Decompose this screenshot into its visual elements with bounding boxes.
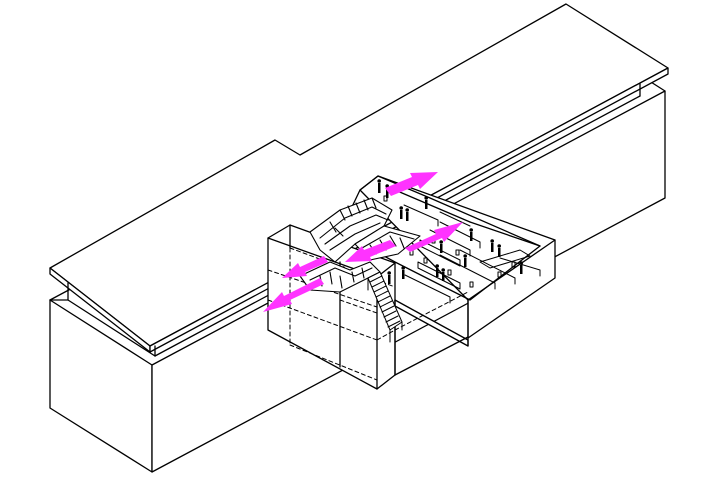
arrow-left [282,256,328,278]
straight-stair [367,271,403,343]
circulation-arrows [263,172,463,312]
arrow-lower-right [405,222,463,252]
floor-plate [339,175,541,301]
people [341,179,523,284]
arrow-center [345,240,396,262]
arrow-upper [385,172,438,196]
arrow-lower-left [263,278,324,312]
